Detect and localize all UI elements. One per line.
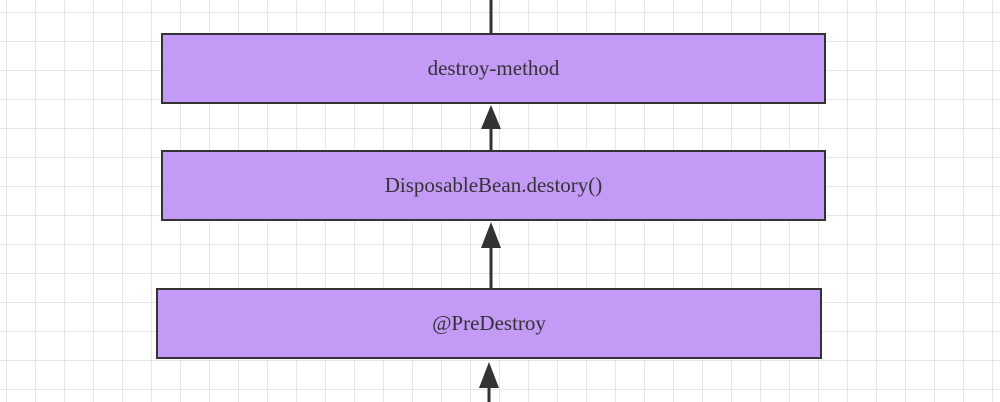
arrowhead-up-icon: [481, 222, 501, 248]
node-label: DisposableBean.destory(): [384, 173, 603, 197]
node-destroy-method: destroy-method: [161, 33, 826, 104]
node-disposable-bean: DisposableBean.destory(): [161, 150, 826, 221]
arrowhead-up-icon: [481, 105, 501, 129]
node-predestroy: @PreDestroy: [156, 288, 822, 359]
node-label: destroy-method: [427, 56, 560, 80]
node-label: @PreDestroy: [432, 311, 546, 335]
arrowhead-up-icon: [479, 362, 499, 388]
